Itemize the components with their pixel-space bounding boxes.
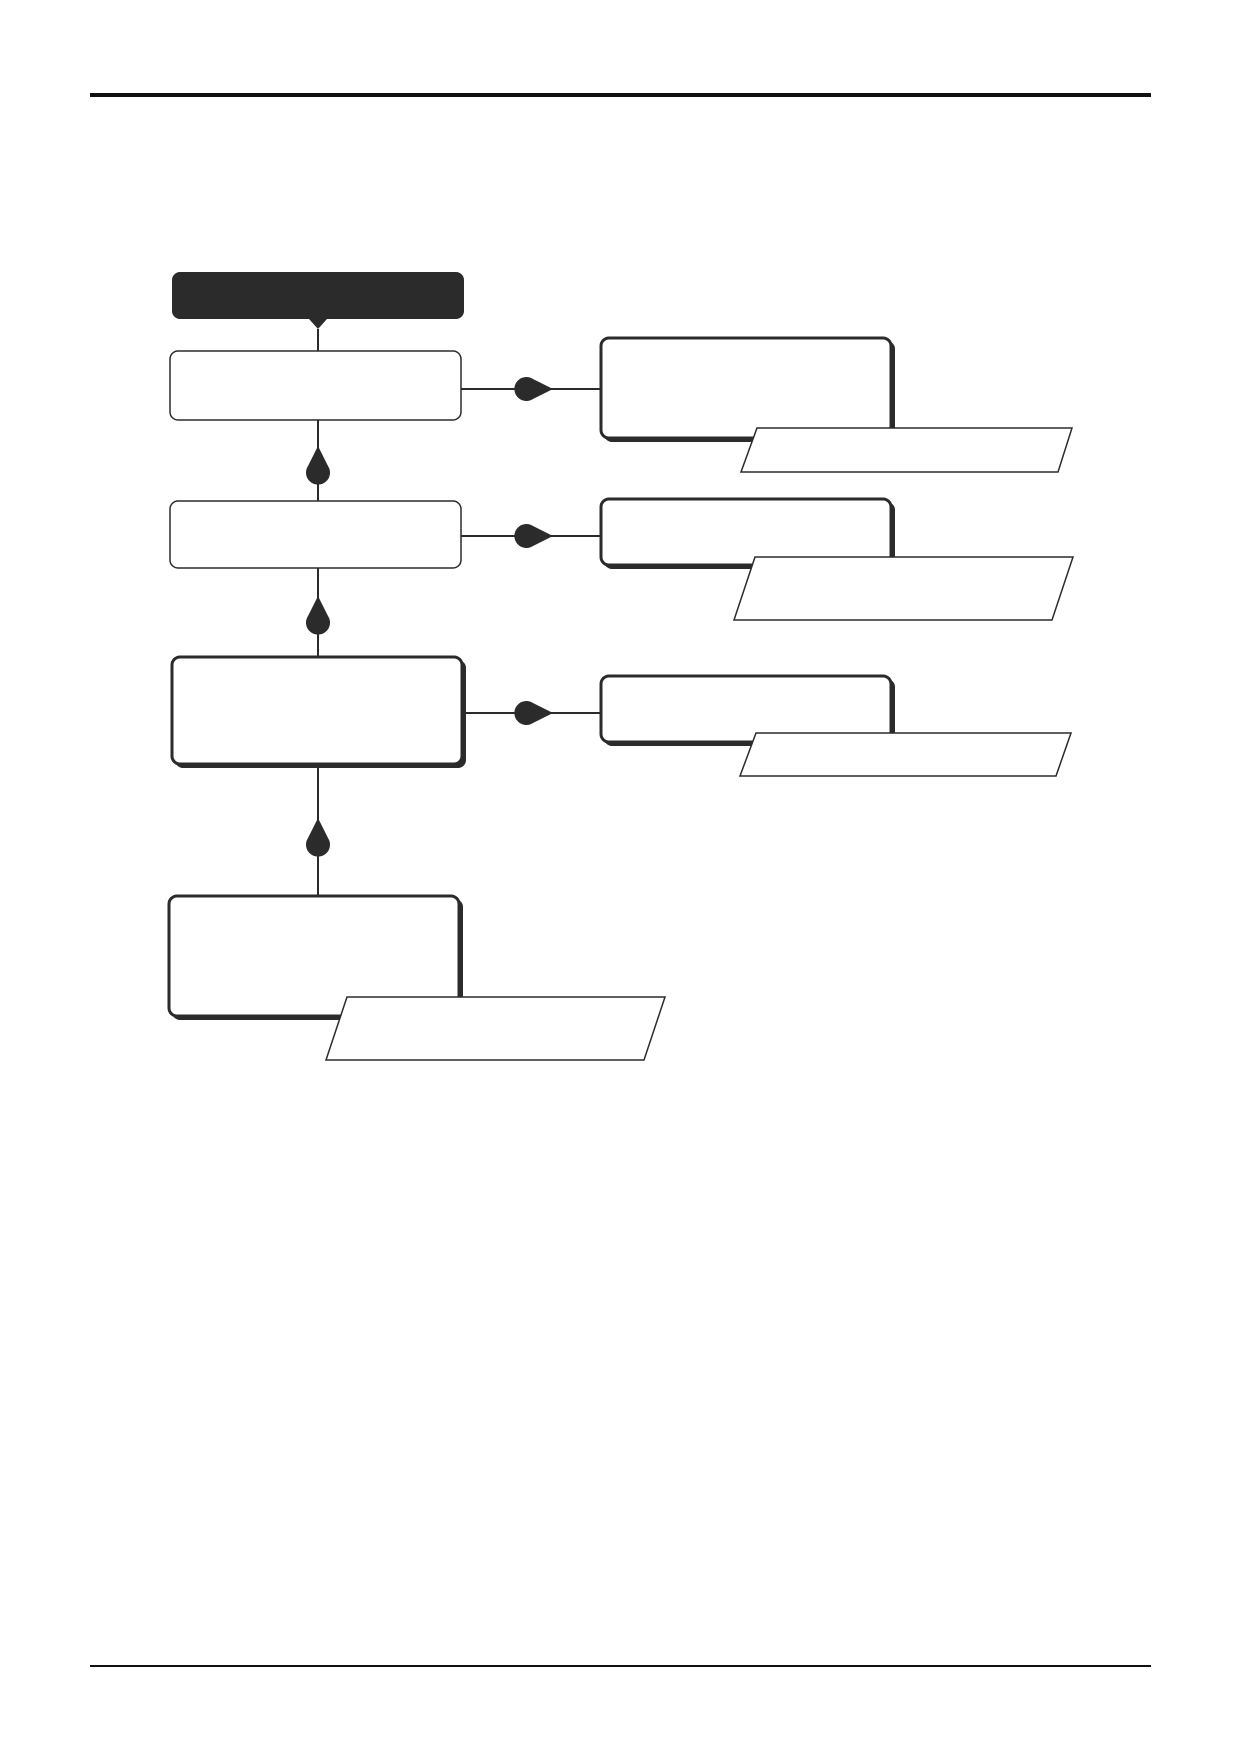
note-3 (738, 732, 1073, 777)
side-step-2 (599, 497, 895, 569)
note-2 (732, 556, 1075, 621)
connector-marker (514, 524, 553, 549)
connector-marker (514, 700, 553, 726)
connector-marker (514, 377, 553, 401)
connector-marker (306, 818, 331, 857)
connector-marker (306, 446, 331, 485)
connector-marker (306, 596, 331, 635)
footer-rule (90, 1665, 1151, 1667)
start-arrowhead (309, 319, 327, 329)
main-step-1 (169, 350, 462, 421)
main-step-2 (169, 500, 462, 569)
side-step-1 (599, 336, 895, 442)
side-step-3 (599, 674, 895, 746)
header-rule (90, 93, 1151, 97)
start-terminator (172, 272, 464, 319)
main-step-3 (170, 655, 466, 768)
note-4 (324, 996, 667, 1061)
main-step-4 (167, 894, 463, 1020)
note-1 (739, 427, 1074, 473)
